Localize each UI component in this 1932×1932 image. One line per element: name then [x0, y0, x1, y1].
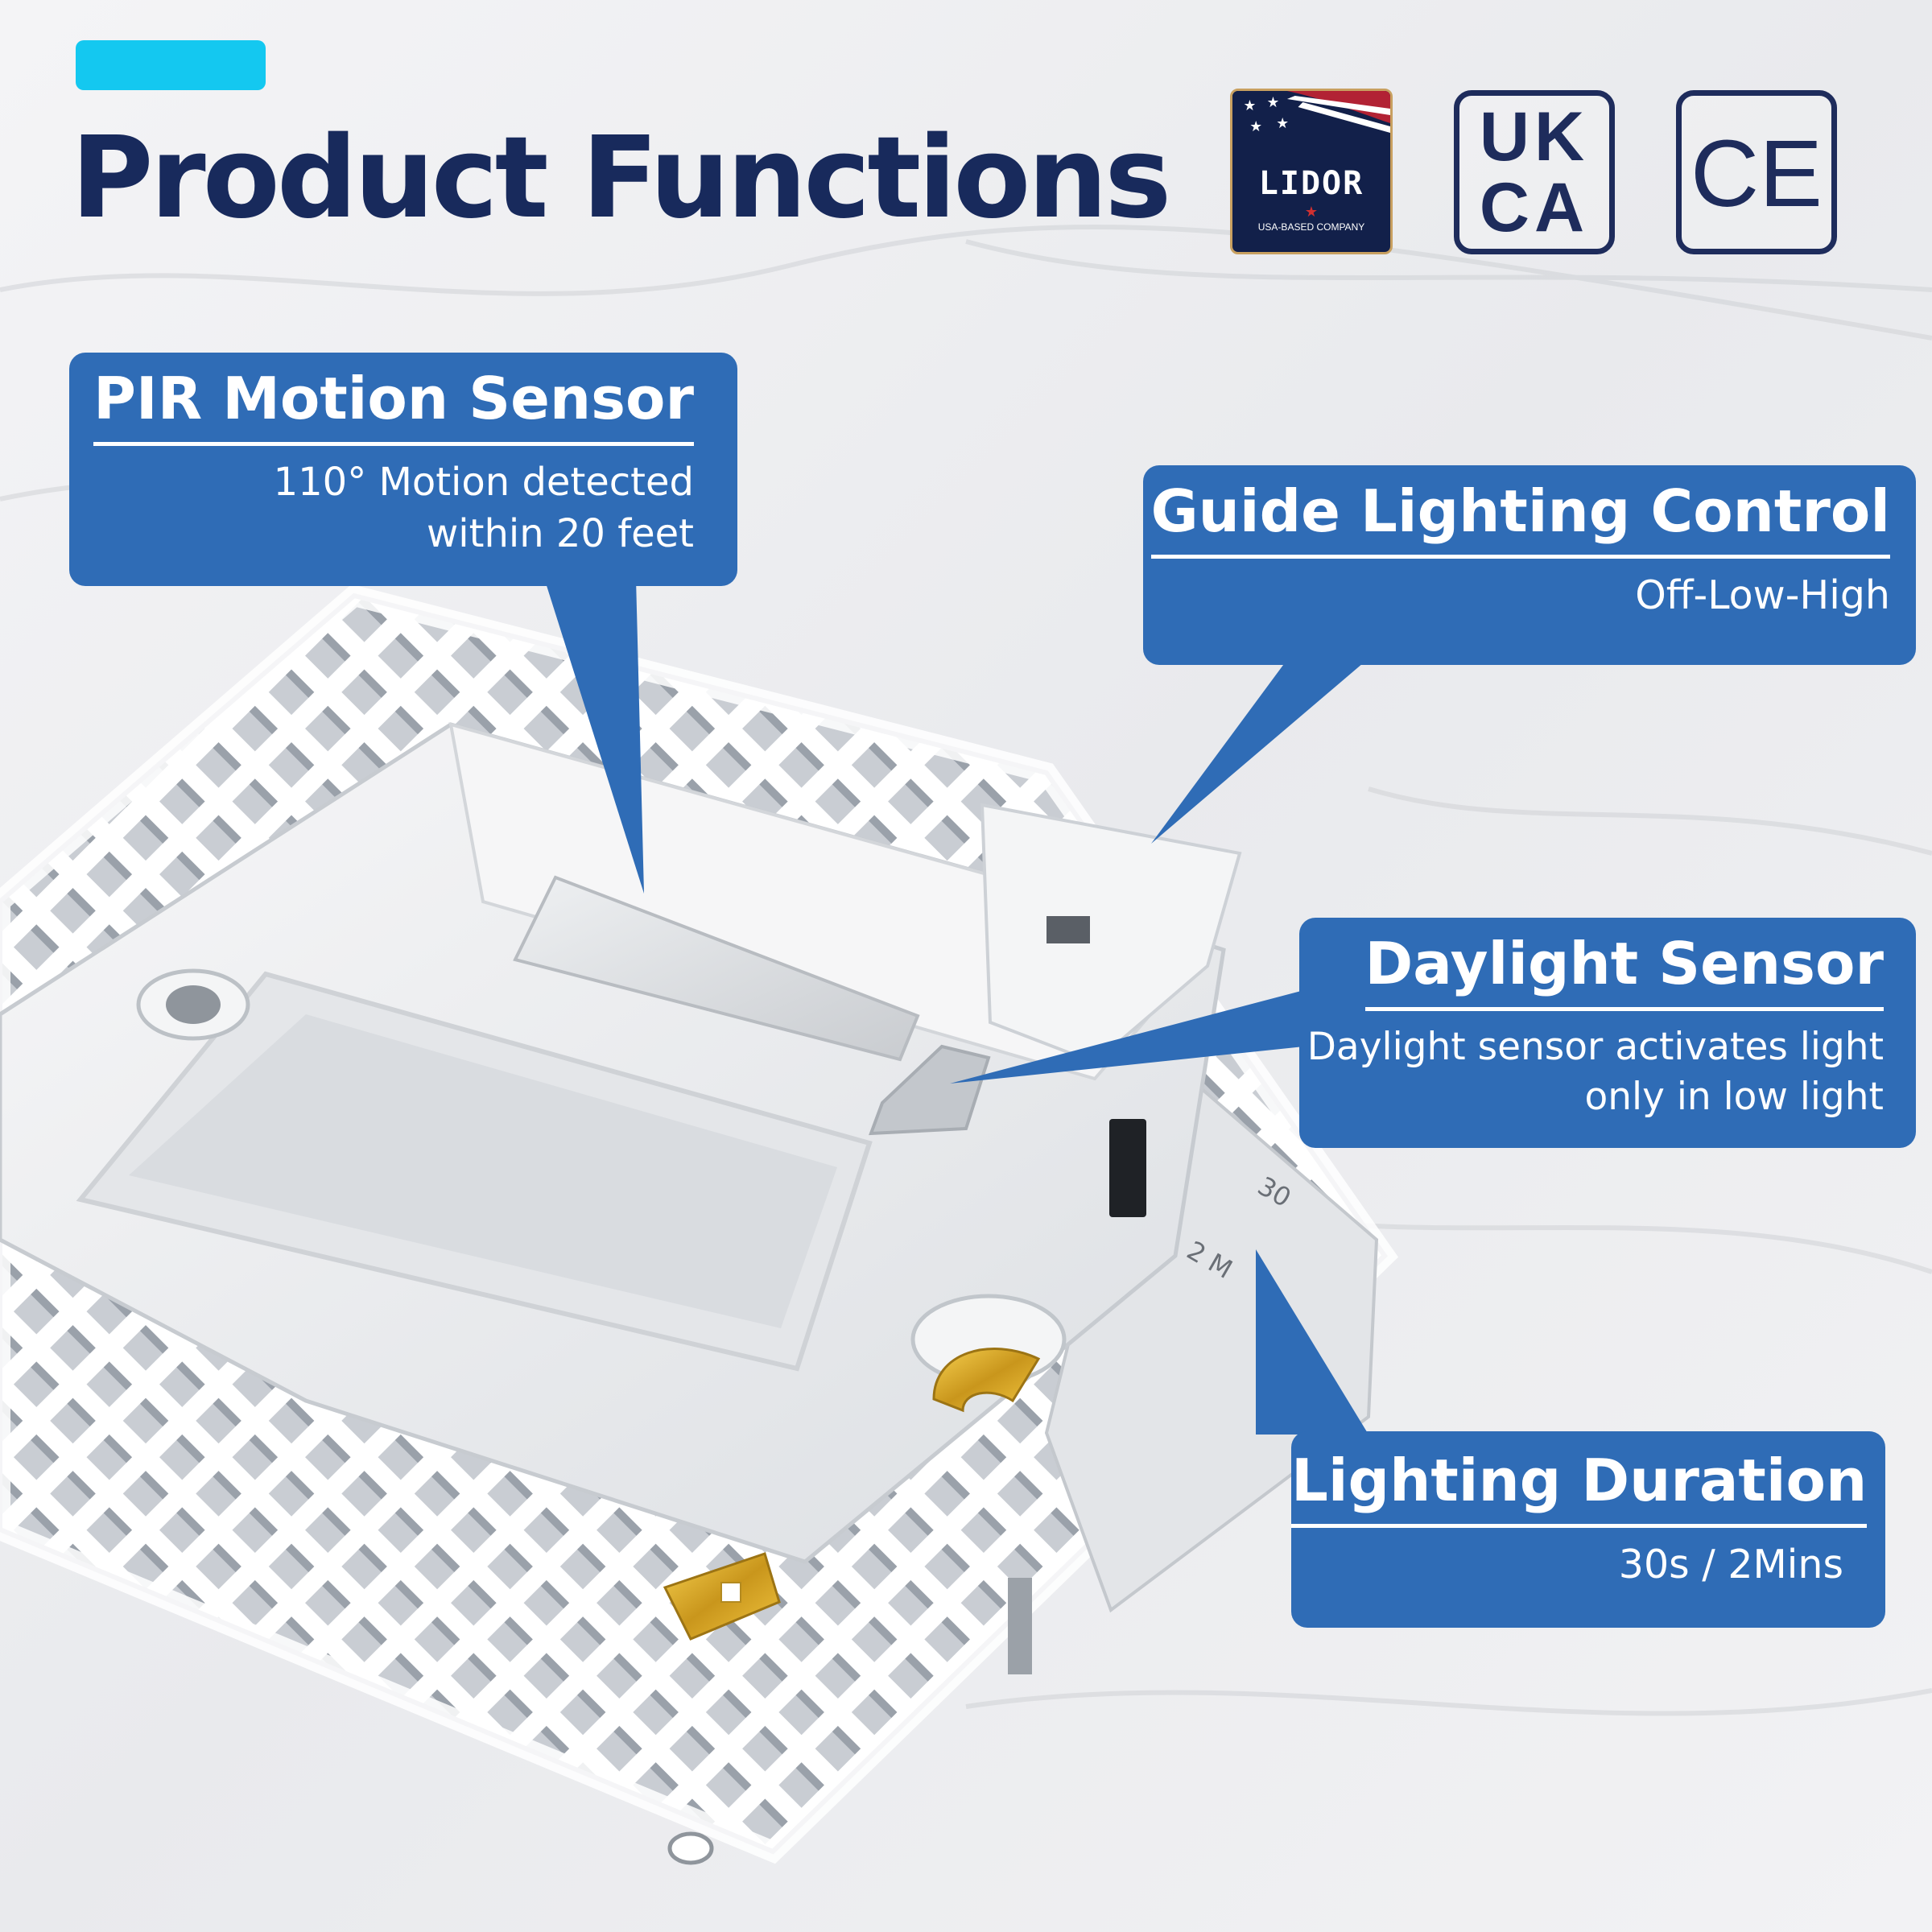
ukca-line-2: CA — [1479, 169, 1590, 246]
ce-text: CE — [1690, 121, 1823, 227]
callout-desc-line: 110° Motion detected — [273, 460, 694, 506]
callout-pir-motion-sensor: PIR Motion Sensor 110° Motion detected w… — [69, 353, 737, 586]
callout-desc-line: only in low light — [1584, 1075, 1884, 1120]
daylight-pointer — [950, 990, 1304, 1084]
callout-daylight-sensor: Daylight Sensor Daylight sensor activate… — [1299, 918, 1916, 1148]
star-icon: ★ — [1304, 204, 1319, 221]
callout-title: Lighting Duration — [1291, 1448, 1868, 1529]
callout-desc-line: 30s / 2Mins — [1618, 1542, 1843, 1588]
page-title: Product Functions — [71, 113, 1171, 244]
ukca-line-1: UK — [1479, 98, 1590, 175]
svg-text:★: ★ — [1249, 119, 1262, 135]
duration-switch — [1109, 1119, 1146, 1217]
lidor-wordmark: LIDOR — [1258, 165, 1364, 202]
callout-desc-line: within 20 feet — [427, 510, 694, 556]
svg-text:★: ★ — [1244, 98, 1257, 114]
callout-desc-line: Daylight sensor activates light — [1307, 1025, 1884, 1070]
us-flag-icon: ★ ★ ★ ★ — [1232, 91, 1390, 147]
callout-guide-lighting-control: Guide Lighting Control Off-Low-High — [1143, 465, 1916, 665]
guide-pointer — [1151, 658, 1368, 844]
callout-title: Daylight Sensor — [1364, 931, 1884, 1012]
callout-lighting-duration: Lighting Duration 30s / 2Mins — [1291, 1431, 1885, 1628]
callout-desc-line: Off-Low-High — [1635, 572, 1890, 619]
accent-bar — [76, 40, 266, 90]
callout-title: Guide Lighting Control — [1150, 479, 1890, 559]
ukca-mark-icon: UK CA — [1454, 90, 1615, 254]
svg-text:★: ★ — [1276, 116, 1289, 132]
svg-text:★: ★ — [1267, 95, 1280, 111]
ce-mark-icon: CE — [1676, 90, 1837, 254]
lidor-tagline: USA-BASED COMPANY — [1257, 221, 1365, 233]
daylight-window — [869, 1044, 991, 1136]
pir-pointer — [544, 578, 644, 894]
sensor-module: 30 2 M — [0, 722, 1296, 1641]
pir-lens — [513, 875, 920, 1062]
duration-pointer — [1256, 1249, 1368, 1435]
callout-pointers — [544, 578, 1368, 1435]
lidor-badge: ★ ★ ★ ★ LIDOR ★ USA-BASED COMPANY — [1230, 89, 1393, 254]
callout-title: PIR Motion Sensor — [93, 366, 694, 447]
